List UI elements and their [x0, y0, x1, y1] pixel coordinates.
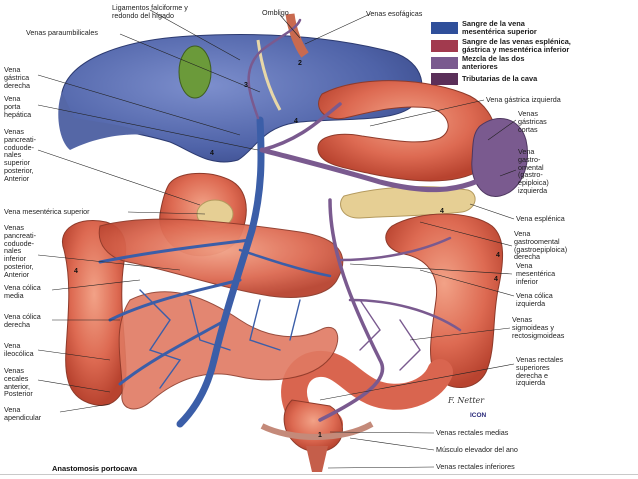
label-vena-ileocolica: Vena ileocólica: [4, 341, 34, 358]
label-vena-colica-media: Vena cólica media: [4, 283, 41, 300]
anastomosis-number-4: 4: [74, 268, 78, 275]
label-venas-rectales-medias: Venas rectales medias: [436, 428, 509, 437]
anastomosis-number-1: 1: [318, 432, 322, 439]
label-leader-lines: [37, 9, 517, 469]
label-vena-esplenica: Vena esplénica: [516, 214, 565, 223]
label-vena-gastroomental-izquierda: Vena gastro- omental (gastro- epiploica)…: [518, 147, 549, 195]
stomach: [317, 80, 497, 182]
label-vena-mesenterica-inferior: Vena mesentérica inferior: [516, 261, 556, 286]
label-vena-gastrica-derecha: Vena gástrica derecha: [4, 65, 30, 90]
small-intestine-loops: [118, 291, 339, 410]
anastomosis-number-4: 4: [210, 150, 214, 157]
esophagus: [285, 13, 309, 58]
label-vena-porta-hepatica: Vena porta hepática: [4, 94, 32, 119]
transverse-colon: [98, 218, 344, 298]
legend-swatch-splenic-gastric: [431, 40, 458, 52]
anastomosis-number-2: 2: [298, 60, 302, 67]
label-ligamentos: Ligamentos falciforme y redondo del híga…: [112, 3, 188, 20]
label-vena-colica-derecha: Vena cólica derecha: [4, 312, 41, 329]
anastomosis-number-4: 4: [294, 118, 298, 125]
label-venas-rectales-inferiores: Venas rectales inferiores: [436, 462, 515, 471]
label-venas-cecales: Venas cecales anterior, Posterior: [4, 366, 33, 399]
label-venas-pancreaticoduodenales-superior: Venas pancreati- coduode- nales superior…: [4, 127, 36, 183]
publisher-logo: ICON: [470, 412, 487, 419]
pancreas: [340, 186, 476, 219]
label-vena-colica-izquierda: Vena cólica izquierda: [516, 291, 553, 308]
descending-colon: [385, 213, 504, 389]
rectum: [283, 399, 343, 453]
anal-canal: [306, 446, 328, 472]
label-venas-gastricas-cortas: Venas gástricas cortas: [518, 109, 547, 134]
label-venas-sigmoideas: Venas sigmoideas y rectosigmoideas: [512, 315, 565, 340]
artist-signature: F. Netter: [448, 396, 485, 405]
legend-label-superior-mesenteric: Sangre de la vena mesentérica superior: [462, 19, 537, 36]
figure-caption: Anastomosis portocava: [52, 464, 138, 473]
legend-label-splenic-gastric: Sangre de las venas esplénica, gástrica …: [462, 37, 571, 54]
label-vena-gastroomental-derecha: Vena gastroomental (gastroepiploica) der…: [514, 229, 568, 262]
label-venas-paraumbilicales: Venas paraumbilicales: [26, 28, 98, 37]
levator-ani: [260, 421, 374, 440]
label-musculo-elevador: Músculo elevador del ano: [436, 445, 518, 454]
legend-label-mixed: Mezcla de las dos anteriores: [462, 54, 525, 71]
anastomosis-number-3: 3: [244, 82, 248, 89]
label-venas-pancreaticoduodenales-inferior: Venas pancreati- coduode- nales inferior…: [4, 223, 36, 279]
liver-right-lobe: [58, 92, 150, 150]
label-ombligo: Ombligo: [262, 8, 289, 17]
gallbladder: [178, 45, 212, 99]
bottom-divider: [0, 474, 638, 475]
legend-swatch-mixed: [431, 57, 458, 69]
anastomosis-number-4: 4: [494, 276, 498, 283]
anastomosis-number-4: 4: [496, 252, 500, 259]
anastomosis-number-4: 4: [440, 208, 444, 215]
legend-label-caval: Tributarias de la cava: [462, 74, 538, 83]
label-venas-rectales-superiores: Venas rectales superiores derecha e izqu…: [516, 355, 564, 388]
label-vena-gastrica-izquierda: Vena gástrica izquierda: [486, 95, 561, 104]
label-vena-apendicular: Vena apendicular: [4, 405, 42, 422]
label-vena-mesenterica-superior: Vena mesentérica superior: [4, 207, 90, 216]
label-venas-esofagicas: Venas esofágicas: [366, 9, 423, 18]
legend-swatch-caval: [431, 73, 458, 85]
legend-swatch-superior-mesenteric: [431, 22, 458, 34]
falciform-ligament: [256, 39, 282, 111]
